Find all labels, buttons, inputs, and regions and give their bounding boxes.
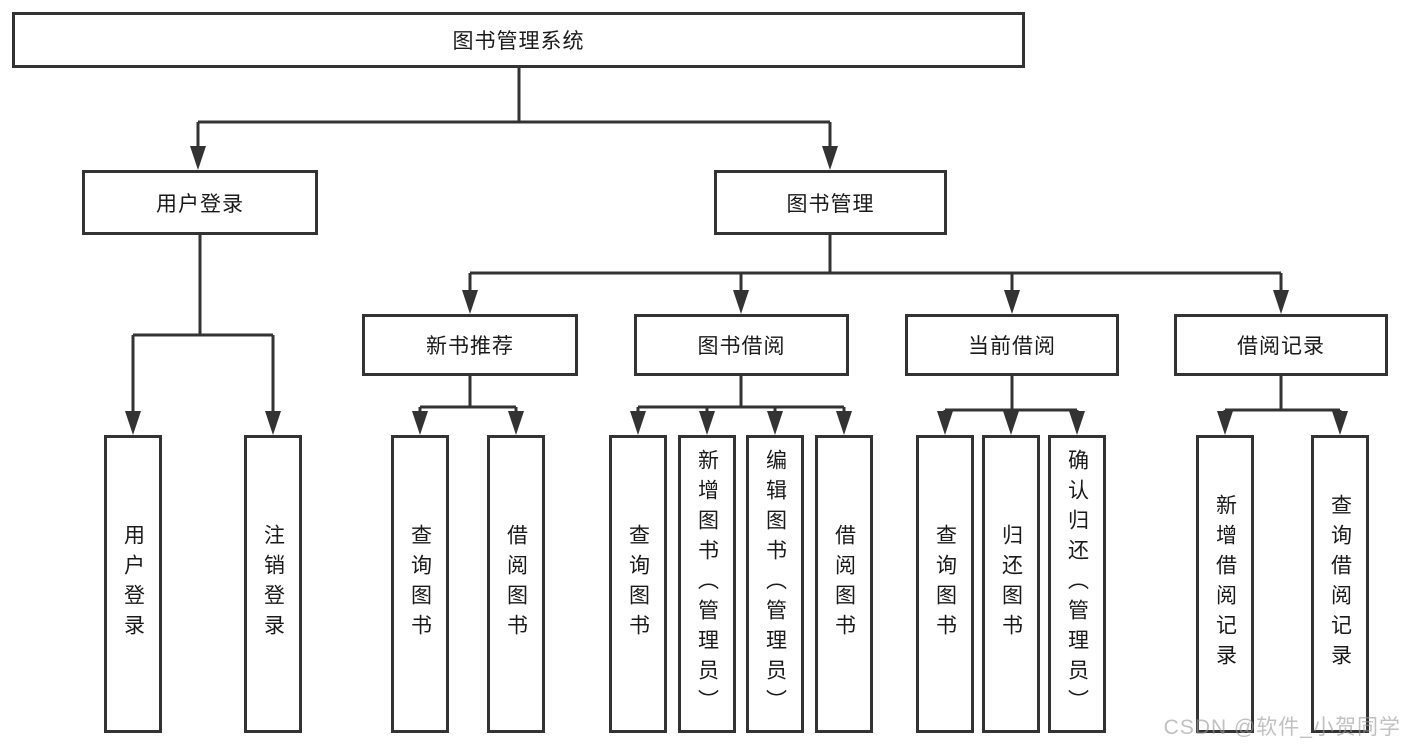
node-user-login: 用户登录	[82, 170, 318, 235]
node-borrow-records-label: 借阅记录	[1237, 335, 1325, 358]
leaf-edit-book-admin: 编辑图书（管理员）	[746, 435, 804, 733]
leaf-borrow-books: 借阅图书	[815, 435, 873, 733]
node-borrow-records: 借阅记录	[1174, 314, 1388, 376]
leaf-query-books-borrow-label: 查询图书	[626, 524, 650, 644]
node-root: 图书管理系统	[12, 12, 1025, 68]
node-user-login-label: 用户登录	[156, 192, 244, 216]
leaf-borrow-books-recommend-label: 借阅图书	[504, 524, 528, 644]
arrowheads	[125, 146, 1348, 435]
node-book-borrow-label: 图书借阅	[697, 335, 786, 358]
node-book-borrow: 图书借阅	[634, 314, 849, 376]
node-book-management-label: 图书管理	[786, 192, 875, 216]
leaf-query-borrow-record: 查询借阅记录	[1311, 435, 1369, 733]
node-root-label: 图书管理系统	[452, 30, 585, 53]
leaf-return-books-label: 归还图书	[999, 524, 1023, 644]
leaf-logout: 注销登录	[244, 435, 302, 733]
leaf-add-borrow-record-label: 新增借阅记录	[1213, 494, 1237, 674]
leaf-query-books-borrow: 查询图书	[609, 435, 667, 733]
leaf-query-books-current-label: 查询图书	[933, 524, 957, 644]
leaf-logout-label: 注销登录	[261, 524, 285, 644]
node-book-management: 图书管理	[714, 170, 947, 235]
watermark: CSDN @软件_小贺同学	[1163, 716, 1401, 739]
leaf-user-login-label: 用户登录	[121, 524, 145, 644]
leaf-edit-book-admin-label: 编辑图书（管理员）	[763, 449, 787, 719]
leaf-query-books-current: 查询图书	[916, 435, 974, 733]
leaf-add-book-admin: 新增图书（管理员）	[678, 435, 736, 733]
leaf-borrow-books-label: 借阅图书	[832, 524, 856, 644]
leaf-add-book-admin-label: 新增图书（管理员）	[695, 449, 719, 719]
node-current-borrow-label: 当前借阅	[968, 335, 1056, 358]
leaf-borrow-books-recommend: 借阅图书	[487, 435, 545, 733]
node-new-book-recommend-label: 新书推荐	[426, 335, 514, 358]
leaf-return-books: 归还图书	[982, 435, 1040, 733]
leaf-confirm-return-admin-label: 确认归还（管理员）	[1065, 449, 1089, 719]
leaf-query-borrow-record-label: 查询借阅记录	[1328, 494, 1352, 674]
leaf-add-borrow-record: 新增借阅记录	[1196, 435, 1254, 733]
leaf-user-login: 用户登录	[104, 435, 162, 733]
leaf-query-books-recommend: 查询图书	[391, 435, 449, 733]
leaf-query-books-recommend-label: 查询图书	[408, 524, 432, 644]
node-new-book-recommend: 新书推荐	[362, 314, 578, 376]
node-current-borrow: 当前借阅	[905, 314, 1119, 376]
leaf-confirm-return-admin: 确认归还（管理员）	[1048, 435, 1106, 733]
